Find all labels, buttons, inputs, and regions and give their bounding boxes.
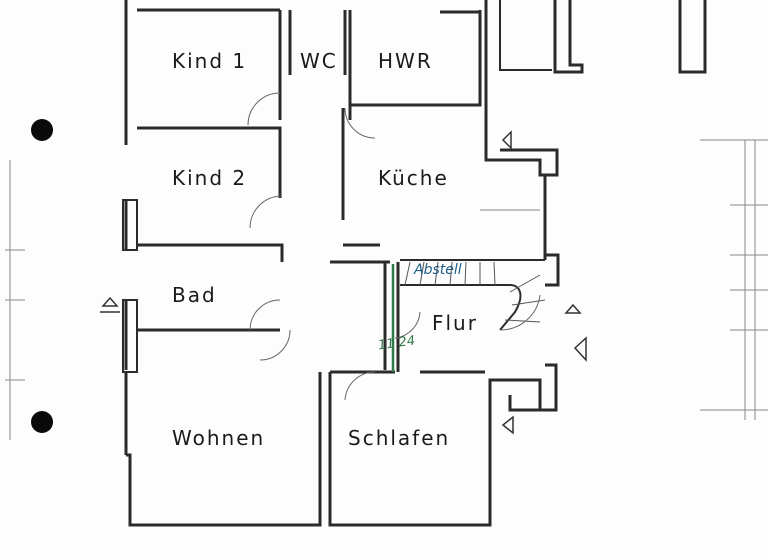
annotation-abstell: Abstell <box>414 262 462 278</box>
room-bad: Bad <box>172 283 217 307</box>
room-flur: Flur <box>432 311 478 335</box>
room-schlafen: Schlafen <box>348 426 451 450</box>
room-kind1: Kind 1 <box>172 49 248 73</box>
room-kueche: Küche <box>378 166 449 190</box>
room-wohnen: Wohnen <box>172 426 266 450</box>
punch-hole-top <box>31 119 53 141</box>
wall-kind1 <box>137 8 282 120</box>
room-hwr: HWR <box>378 49 433 73</box>
punch-hole-bottom <box>31 411 53 433</box>
room-kind2: Kind 2 <box>172 166 248 190</box>
room-wc: WC <box>300 49 338 73</box>
